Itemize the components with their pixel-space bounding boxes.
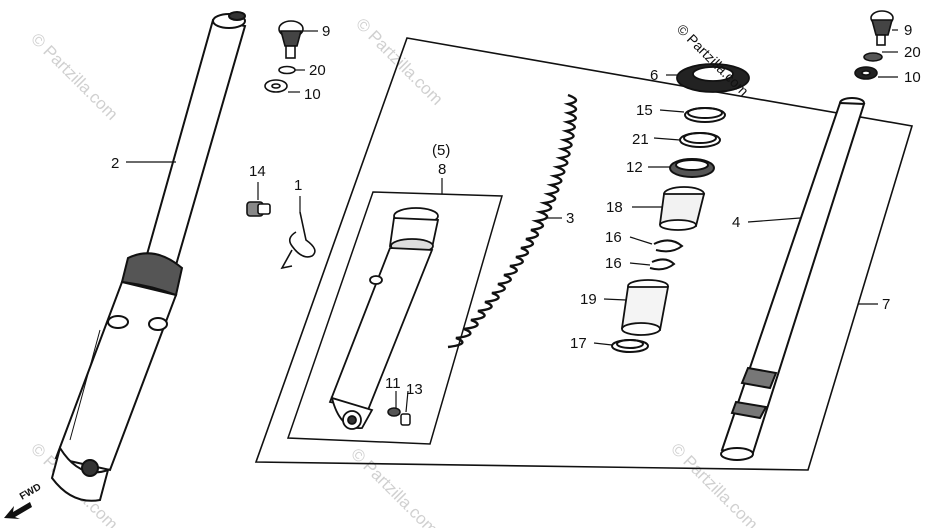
fork-leg-assembly [50, 11, 247, 502]
back-up-ring-12 [669, 158, 715, 178]
assembly-frame [254, 37, 914, 471]
snap-ring-16b [649, 258, 676, 271]
seat-17 [611, 339, 649, 353]
top-bolt-left [264, 20, 304, 93]
callout-16a: 16 [605, 229, 622, 246]
callout-17: 17 [570, 335, 587, 352]
callout-1: 1 [294, 177, 302, 194]
snap-ring-16a [653, 239, 684, 253]
top-bolt-right [854, 10, 894, 80]
callout-9: 9 [322, 23, 330, 40]
drain-bolt [246, 201, 271, 217]
callout-labels: 2 9 20 10 14 1 (5) 8 11 13 3 6 15 21 12 … [111, 22, 921, 398]
callout-10b: 10 [904, 69, 921, 86]
drain-bolt-hardware [387, 407, 411, 426]
guide-bushing-18 [658, 186, 706, 231]
callout-20b: 20 [904, 44, 921, 61]
callout-4: 4 [732, 214, 740, 231]
callout-6: 6 [650, 67, 658, 84]
clip [280, 211, 316, 270]
callout-20: 20 [309, 62, 326, 79]
callout-16b: 16 [605, 255, 622, 272]
callout-14: 14 [249, 163, 266, 180]
slider-part [328, 207, 440, 430]
slider-bushing-19 [620, 279, 670, 336]
callout-13: 13 [406, 381, 423, 398]
callout-2: 2 [111, 155, 119, 172]
callout-19: 19 [580, 291, 597, 308]
callout-15: 15 [636, 102, 653, 119]
callout-21: 21 [632, 131, 649, 148]
watermark: © Partzilla.com [27, 29, 121, 123]
seal-ring-15 [684, 107, 726, 123]
callout-8: 8 [438, 161, 446, 178]
fork-pipe [720, 97, 866, 461]
fwd-label: FWD [18, 482, 43, 503]
fork-spring [447, 93, 578, 349]
leader-lines [126, 29, 898, 413]
callout-10: 10 [304, 86, 321, 103]
callout-12: 12 [626, 159, 643, 176]
callout-3: 3 [566, 210, 574, 227]
callout-5: (5) [432, 142, 450, 159]
watermark: © Partzilla.com [347, 444, 441, 528]
fwd-arrow: FWD [4, 482, 43, 519]
callout-18: 18 [606, 199, 623, 216]
oil-seal [676, 63, 750, 93]
callout-7: 7 [882, 296, 890, 313]
callout-9b: 9 [904, 22, 912, 39]
washer-21 [679, 132, 721, 148]
slider-frame [286, 191, 503, 445]
callout-11: 11 [385, 375, 401, 392]
